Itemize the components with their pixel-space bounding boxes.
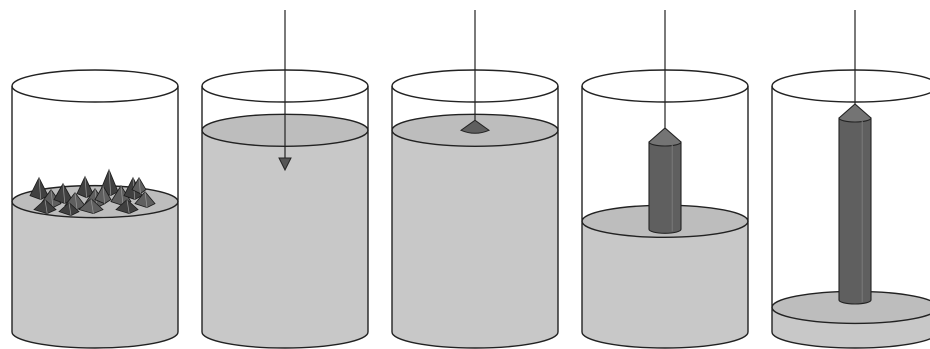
grown-crystal-cap bbox=[839, 104, 871, 122]
grown-crystal-cap bbox=[649, 128, 681, 146]
beaker-crystal-complete bbox=[772, 10, 930, 348]
grown-crystal-body bbox=[839, 118, 871, 304]
beaker-seed-contact bbox=[392, 10, 558, 348]
melt bbox=[392, 130, 558, 348]
grown-crystal-body bbox=[649, 142, 681, 233]
beaker-rim bbox=[12, 70, 178, 102]
beaker-seed-lowering bbox=[202, 10, 368, 348]
beaker-polycrystalline-charge bbox=[12, 70, 178, 348]
melt bbox=[582, 221, 748, 348]
beaker-crystal-pulling bbox=[582, 10, 748, 348]
melt bbox=[12, 202, 178, 348]
beaker-rim bbox=[772, 70, 930, 102]
